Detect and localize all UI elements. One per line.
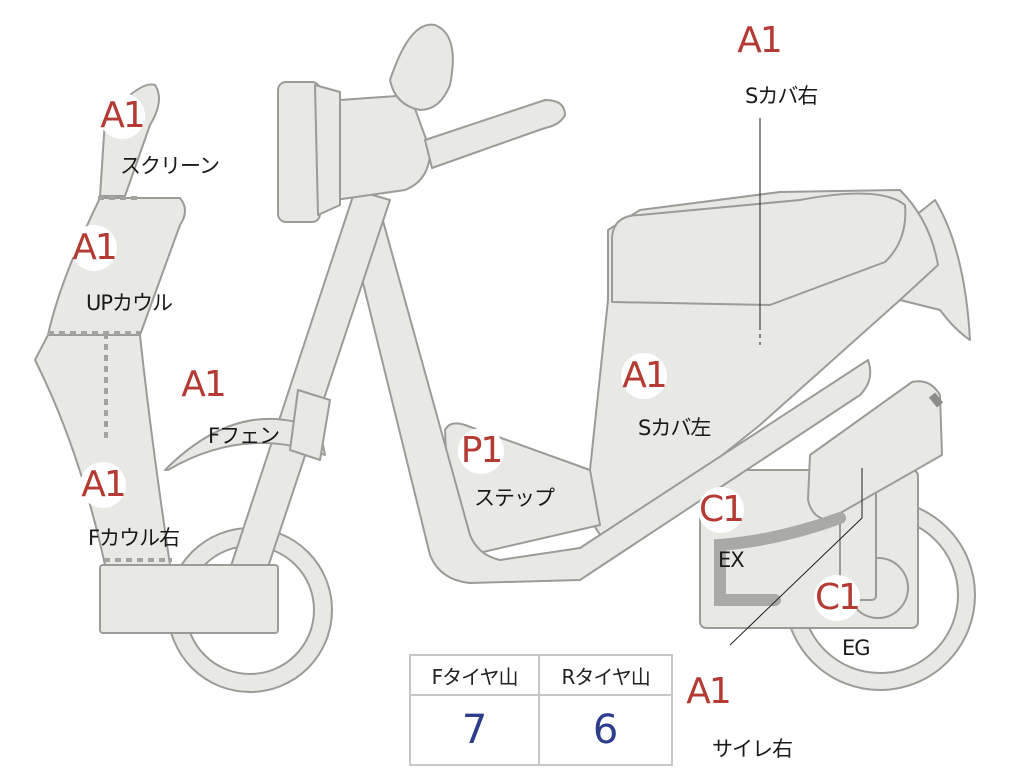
main-frame <box>349 209 872 584</box>
grade-badge-screen: A1 <box>99 93 146 139</box>
grade-badge-eg: C1 <box>814 575 861 621</box>
grade-badge-upcowl: A1 <box>71 225 118 271</box>
fork-guard <box>289 389 331 461</box>
exhaust-pipe <box>714 512 846 606</box>
mirror <box>389 23 454 111</box>
label-eg: EG <box>842 636 871 660</box>
label-upcowl: UPカウル <box>86 291 173 315</box>
label-step: ステップ <box>474 486 555 510</box>
grade-badge-fcowl-right: A1 <box>80 462 127 508</box>
label-scover-right: Sカバ右 <box>745 84 818 108</box>
front-tire-tread-header: Fタイヤ山 <box>408 654 541 696</box>
air-cleaner-box <box>807 380 943 521</box>
headlight-rim <box>314 84 341 216</box>
grade-badge-silencer-right: A1 <box>685 669 732 715</box>
tire-tread-table: Fタイヤ山 Rタイヤ山 7 6 <box>408 654 673 766</box>
seat <box>611 192 907 306</box>
grade-badge-ex: C1 <box>698 487 745 533</box>
rear-tire-tread-header: Rタイヤ山 <box>538 654 673 696</box>
air-intake <box>928 392 944 408</box>
headlight-housing <box>334 94 431 201</box>
grade-badge-scover-left: A1 <box>621 353 668 399</box>
front-fork <box>227 189 391 586</box>
grade-badge-step: P1 <box>458 428 504 474</box>
front-skirt <box>99 564 279 634</box>
handlebar <box>424 99 566 169</box>
label-ex: EX <box>718 548 745 572</box>
label-scover-left: Sカバ左 <box>638 416 711 440</box>
label-silencer-right: サイレ右 <box>712 737 793 761</box>
headlight <box>277 81 321 223</box>
rear-tire-tread-value: 6 <box>538 694 673 766</box>
grade-badge-ffender: A1 <box>180 362 227 408</box>
grade-badge-scover-right: A1 <box>736 18 783 64</box>
label-screen: スクリーン <box>120 154 220 178</box>
label-ffender: Fフェン <box>208 424 280 448</box>
front-tire-tread-value: 7 <box>408 694 541 766</box>
label-fcowl-right: Fカウル右 <box>88 526 180 550</box>
